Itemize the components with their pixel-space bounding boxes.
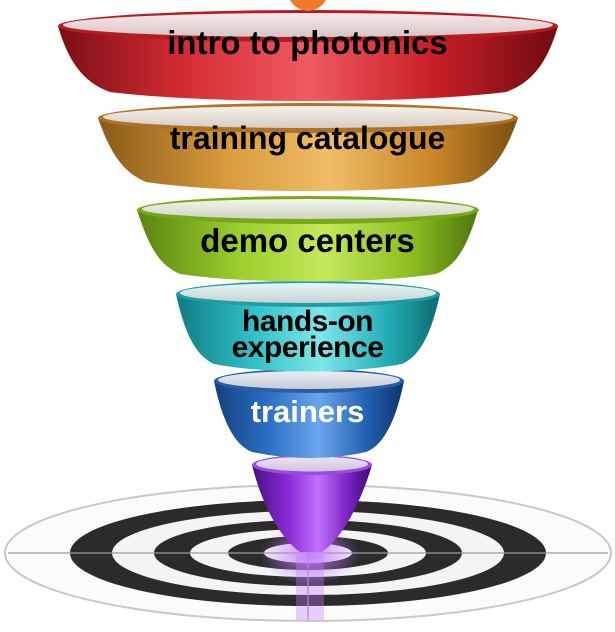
target-bullseye [4,484,612,622]
stage-label-catalogue: training catalogue [169,120,446,156]
funnel-stage-3 [137,196,479,282]
funnel-stage-6 [252,455,372,552]
stage-label-experience: experience [231,331,384,364]
funnel-stage-1 [58,0,558,101]
stage-label-intro: intro to photonics [167,24,448,61]
funnel-stage-5 [214,369,404,458]
funnel-stage-2 [98,103,518,191]
stage-label-hands-on: hands-on [242,305,374,338]
funnel-stage-4 [176,281,440,372]
stage-label-trainers: trainers [250,394,365,429]
stage-label-demo-centers: demo centers [200,222,415,259]
